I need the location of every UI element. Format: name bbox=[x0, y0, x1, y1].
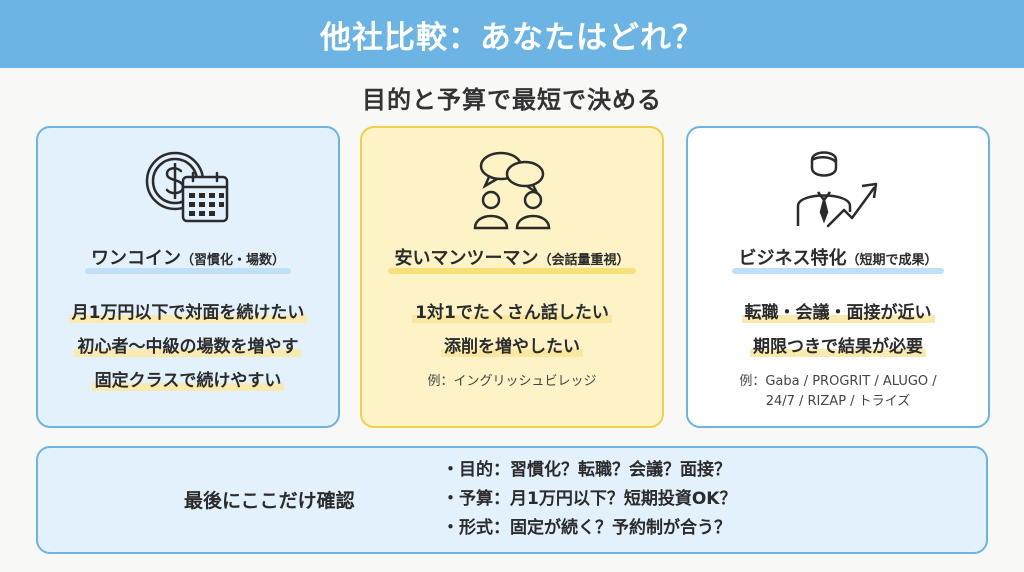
card-line: 初心者〜中級の場数を増やす bbox=[74, 330, 302, 364]
card-example-note: 例：Gaba / PROGRIT / ALUGO / 24/7 / RIZAP … bbox=[739, 372, 936, 412]
businessman-growth-icon bbox=[792, 148, 884, 230]
card-line: 転職・会議・面接が近い bbox=[741, 296, 935, 330]
card-example-note-line1: 例：Gaba / PROGRIT / ALUGO / bbox=[739, 374, 937, 389]
final-check-label: 最後にここだけ確認 bbox=[184, 490, 355, 512]
card-lines: 転職・会議・面接が近い 期限つきで結果が必要 bbox=[741, 296, 935, 364]
final-check-box: 最後にここだけ確認 ・目的：習慣化？転職？会議？面接？ ・予算：月1万円以下？短… bbox=[36, 446, 988, 554]
conversation-icon bbox=[467, 148, 557, 230]
card-title-sub: （会話量重視） bbox=[538, 253, 630, 268]
final-check-list: ・目的：習慣化？転職？会議？面接？ ・予算：月1万円以下？短期投資OK？ ・形式… bbox=[442, 456, 736, 543]
card-cheap-mantoman: 安いマンツーマン（会話量重視） 1対1でたくさん話したい 添削を増やしたい 例：… bbox=[360, 126, 664, 428]
list-item: ・予算：月1万円以下？短期投資OK？ bbox=[442, 489, 737, 509]
list-item: ・形式：固定が続く？予約制が合う？ bbox=[442, 518, 731, 538]
card-example-note: 例：イングリッシュビレッジ bbox=[427, 374, 597, 389]
page-title: 他社比較：あなたはどれ？ bbox=[320, 19, 704, 56]
card-title-sub: （短期で成果） bbox=[846, 253, 938, 268]
card-line: 添削を増やしたい bbox=[440, 330, 583, 364]
card-title-main: ワンコイン bbox=[90, 248, 181, 269]
coin-calendar-icon bbox=[143, 148, 233, 230]
card-example-note-line2: 24/7 / RIZAP / トライズ bbox=[765, 394, 911, 409]
card-title-sub: （習慣化・場数） bbox=[180, 253, 285, 268]
card-title: 安いマンツーマン（会話量重視） bbox=[388, 244, 636, 274]
card-title: ワンコイン（習慣化・場数） bbox=[84, 244, 292, 274]
card-line: 1対1でたくさん話したい bbox=[412, 296, 612, 330]
card-title-main: ビジネス特化 bbox=[738, 248, 847, 269]
page-subtitle: 目的と予算で最短で決める bbox=[362, 86, 662, 114]
card-business: ビジネス特化（短期で成果） 転職・会議・面接が近い 期限つきで結果が必要 例：G… bbox=[686, 126, 990, 428]
list-item: ・目的：習慣化？転職？会議？面接？ bbox=[442, 460, 731, 480]
card-title: ビジネス特化（短期で成果） bbox=[732, 244, 944, 274]
card-lines: 1対1でたくさん話したい 添削を増やしたい bbox=[412, 296, 612, 364]
card-line: 固定クラスで続けやすい bbox=[91, 364, 285, 398]
header-bar: 他社比較：あなたはどれ？ bbox=[0, 0, 1024, 68]
card-line: 月1万円以下で対面を続けたい bbox=[68, 296, 308, 330]
card-title-main: 安いマンツーマン bbox=[394, 248, 539, 269]
card-one-coin: ワンコイン（習慣化・場数） 月1万円以下で対面を続けたい 初心者〜中級の場数を増… bbox=[36, 126, 340, 428]
card-lines: 月1万円以下で対面を続けたい 初心者〜中級の場数を増やす 固定クラスで続けやすい bbox=[68, 296, 308, 398]
card-line: 期限つきで結果が必要 bbox=[750, 330, 926, 364]
